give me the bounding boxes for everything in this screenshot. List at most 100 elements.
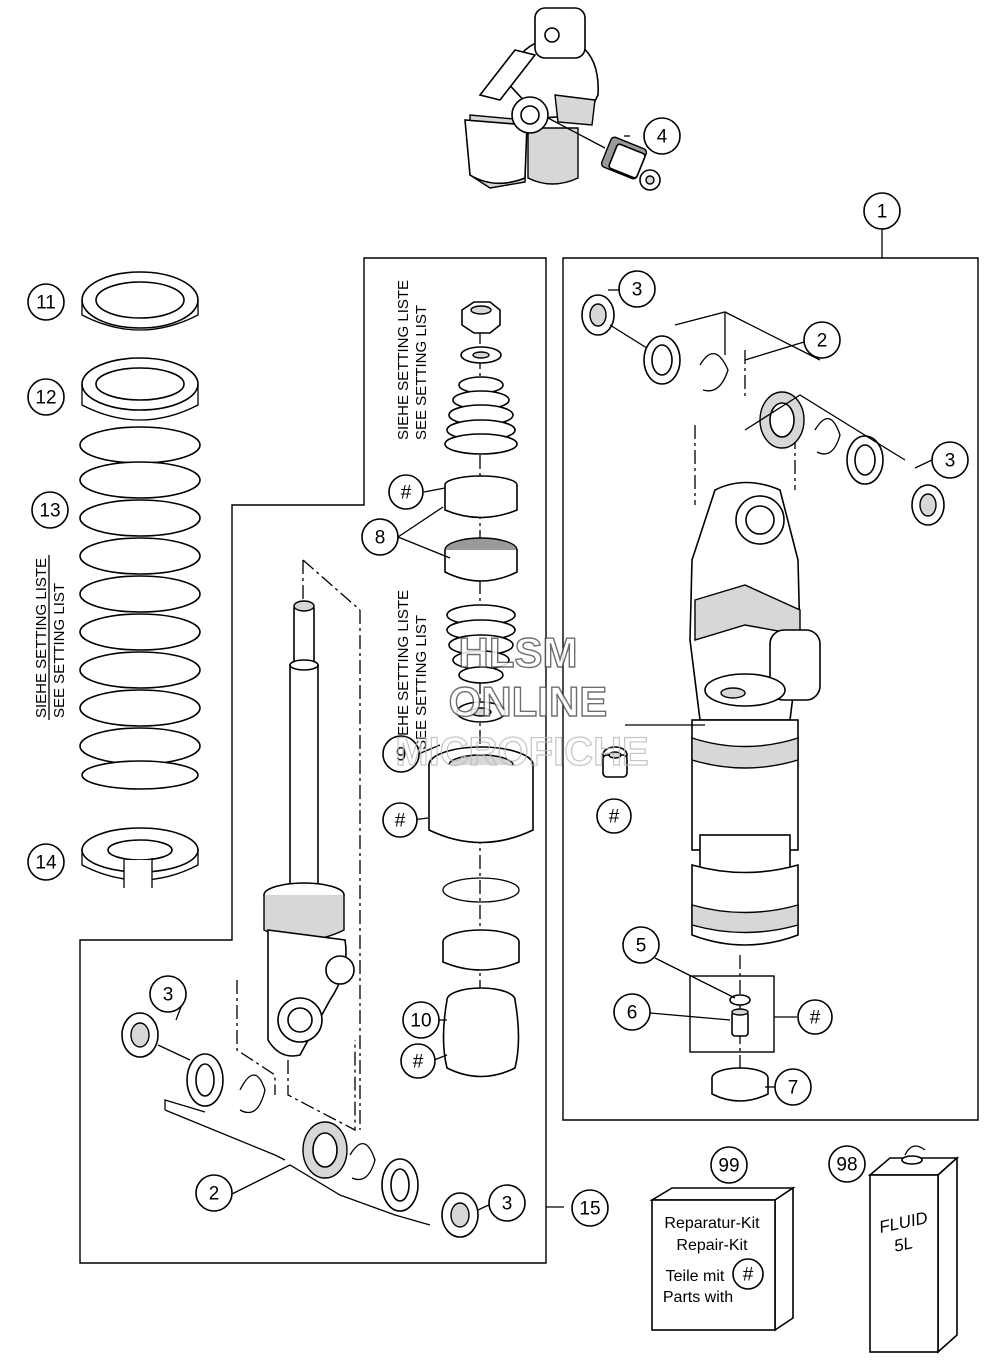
- svg-text:13: 13: [39, 501, 60, 522]
- hash-marker-bump-stop: #: [400, 1043, 436, 1079]
- svg-text:#: #: [810, 1008, 821, 1029]
- setting-note-en-shims-bottom: SEE SETTING LIST: [413, 615, 430, 750]
- shock-body: [689, 481, 821, 946]
- nut-top: [461, 301, 501, 334]
- setting-note-de-shims-top: SIEHE SETTING LISTE: [395, 280, 412, 440]
- svg-text:15: 15: [579, 1199, 600, 1220]
- repair-kit-line1: Reparatur-Kit: [664, 1215, 760, 1232]
- repair-kit-line3: Teile mit: [666, 1268, 725, 1285]
- bump-stop-10: [442, 987, 520, 1078]
- svg-text:#: #: [401, 483, 412, 504]
- watermark-line1: HLSM: [459, 629, 578, 676]
- piston-rod: [263, 600, 355, 1057]
- valve-6: [731, 1008, 749, 1037]
- callout-2-bottom: 2: [195, 1174, 233, 1212]
- svg-text:9: 9: [396, 745, 407, 766]
- part-4-valve: [600, 136, 661, 191]
- callout-4: 4: [643, 117, 681, 155]
- callout-1: 1: [863, 192, 901, 230]
- callout-3-lower-right: 3: [488, 1184, 526, 1222]
- svg-text:10: 10: [410, 1011, 431, 1032]
- svg-text:2: 2: [209, 1184, 220, 1205]
- callout-2-top: 2: [803, 321, 841, 359]
- setting-note-de-spring: SIEHE SETTING LISTE: [33, 558, 50, 718]
- callout-7: 7: [774, 1068, 812, 1106]
- svg-text:#: #: [413, 1052, 424, 1073]
- part-12-ring: [81, 357, 199, 421]
- circlip-center: [442, 877, 520, 903]
- callout-3-top-left: 3: [618, 270, 656, 308]
- svg-text:99: 99: [718, 1156, 739, 1177]
- svg-text:6: 6: [627, 1003, 638, 1024]
- svg-text:7: 7: [788, 1078, 799, 1099]
- watermark: HLSM ONLINE MICROFICHE: [395, 628, 650, 774]
- seal-head-9: [428, 746, 534, 844]
- fluid-can-line2: 5L: [892, 1233, 914, 1256]
- svg-text:3: 3: [163, 985, 174, 1006]
- callout-15: 15: [571, 1189, 609, 1227]
- svg-text:11: 11: [36, 293, 56, 314]
- circlip-left: [239, 1074, 266, 1114]
- callout-5: 5: [622, 926, 660, 964]
- part-13-spring: [79, 426, 201, 790]
- bushing-center: [442, 929, 520, 971]
- svg-text:3: 3: [632, 280, 643, 301]
- shock-head-assembly: [464, 7, 599, 189]
- svg-text:12: 12: [35, 388, 56, 409]
- callout-98: 98: [828, 1145, 866, 1183]
- callout-3-lower-left: 3: [149, 975, 187, 1013]
- svg-text:4: 4: [657, 127, 668, 148]
- repair-kit-box: Reparatur-Kit Repair-Kit Teile mit Parts…: [649, 1186, 796, 1332]
- svg-text:2: 2: [817, 331, 828, 352]
- callout-6: 6: [613, 993, 651, 1031]
- part-3-seal-lower-right: [441, 1192, 479, 1238]
- svg-text:1: 1: [877, 202, 888, 223]
- svg-text:5: 5: [636, 936, 647, 957]
- callout-12: 12: [27, 378, 65, 416]
- svg-text:#: #: [609, 807, 620, 828]
- setting-note-de-shims-bottom: SIEHE SETTING LISTE: [395, 590, 412, 750]
- valve-subframe: [689, 975, 775, 1053]
- callout-14: 14: [27, 843, 65, 881]
- hash-marker-valve: #: [797, 999, 833, 1035]
- svg-text:98: 98: [836, 1155, 857, 1176]
- svg-text:3: 3: [945, 451, 956, 472]
- watermark-line2: ONLINE: [449, 678, 608, 725]
- part-11-ring: [81, 271, 199, 331]
- setting-note-en-shims-top: SEE SETTING LIST: [413, 305, 430, 440]
- callout-13: 13: [31, 491, 69, 529]
- repair-kit-line4: Parts with: [663, 1289, 733, 1306]
- callout-11: 11: [27, 283, 65, 321]
- part-3-seal-top-right: [911, 484, 945, 526]
- svg-text:#: #: [395, 811, 406, 832]
- repair-kit-line2: Repair-Kit: [676, 1237, 748, 1254]
- bleed-screw: [602, 746, 628, 778]
- setting-note-en-spring: SEE SETTING LIST: [51, 583, 68, 718]
- cap-7: [711, 1067, 769, 1102]
- svg-text:14: 14: [35, 853, 57, 874]
- callout-3-top-right: 3: [931, 441, 969, 479]
- shim-stack-bottom: [446, 604, 516, 684]
- watermark-line3: MICROFICHE: [395, 730, 648, 774]
- svg-text:3: 3: [502, 1194, 513, 1215]
- assembly-frame-1: [562, 257, 979, 1121]
- part-3-seal-top-left: [581, 294, 615, 336]
- piston-8: [444, 537, 518, 582]
- bearing-top: [759, 391, 805, 449]
- hash-marker-bleed-screw: #: [596, 798, 632, 834]
- hash-marker-shims-top: #: [388, 474, 424, 510]
- sleeve-8: [444, 475, 518, 519]
- part-14-spring-retainer: [81, 827, 199, 890]
- callout-10: 10: [402, 1001, 440, 1039]
- bearing-left: [302, 1121, 348, 1179]
- part-3-seal-lower-left: [121, 1012, 159, 1058]
- shim-stack-top: [444, 376, 518, 455]
- assembly-frame-15: [79, 257, 547, 1264]
- callout-8: 8: [361, 518, 399, 556]
- fluid-can: FLUID 5L: [867, 1145, 960, 1354]
- callout-99: 99: [710, 1146, 748, 1184]
- callout-9: 9: [382, 735, 420, 773]
- repair-kit-hash: #: [743, 1265, 754, 1286]
- svg-text:8: 8: [375, 528, 386, 549]
